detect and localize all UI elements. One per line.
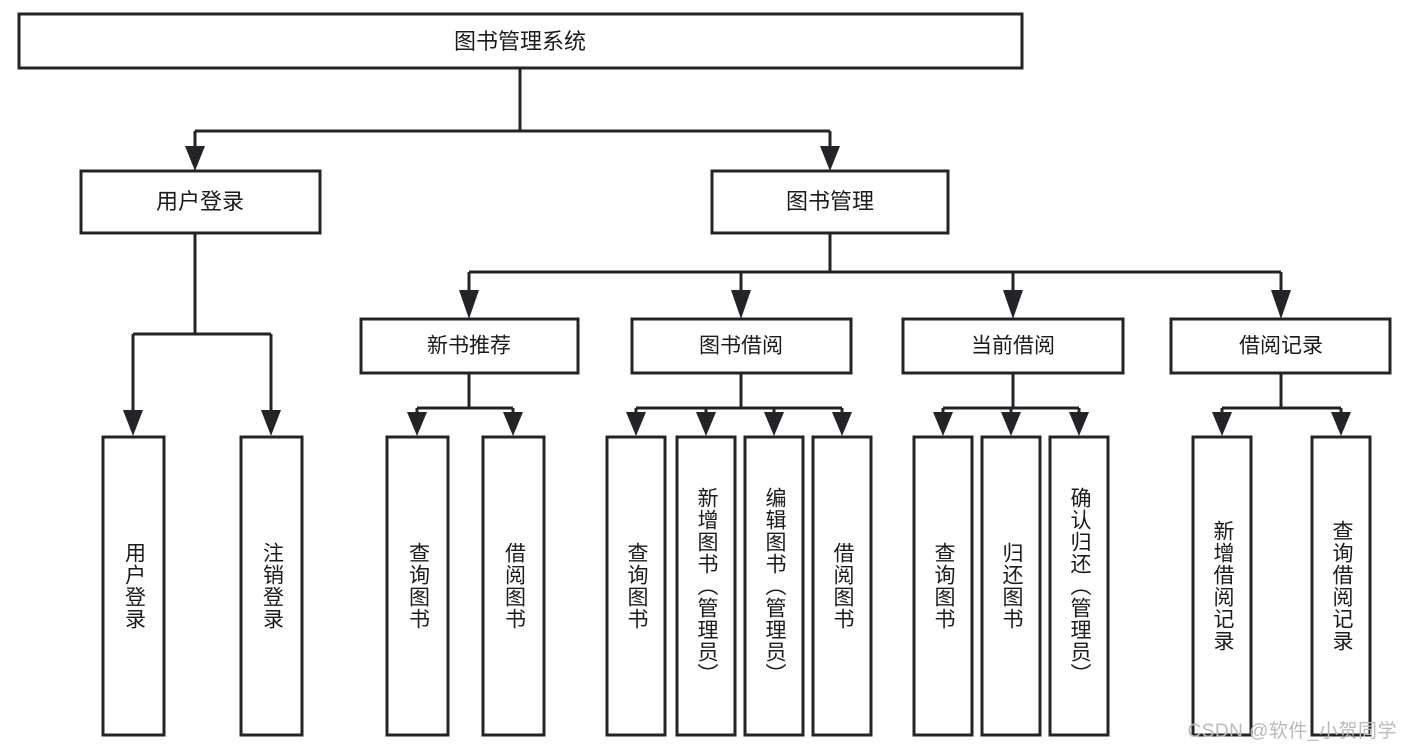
node-new-book-recommend-rect[interactable] xyxy=(359,317,580,375)
leaf-query-book-2-rect[interactable] xyxy=(605,435,667,737)
arrowhead-leaf-edit-book xyxy=(764,412,784,436)
leaf-query-record-rect[interactable] xyxy=(1310,435,1372,737)
leaf-query-book-1-rect[interactable] xyxy=(385,435,450,737)
leaf-borrow-book-1-rect[interactable] xyxy=(481,435,546,737)
node-root-rect[interactable] xyxy=(17,12,1024,70)
arrowhead-user-login xyxy=(185,146,205,171)
arrowhead-leaf-query-book-3 xyxy=(933,412,953,436)
node-book-manage-rect[interactable] xyxy=(710,169,950,235)
node-root-label: 图书管理系统 xyxy=(454,29,586,54)
leaf-return-book-rect[interactable] xyxy=(980,435,1042,737)
arrowhead-book-manage xyxy=(820,146,840,171)
csdn-watermark: CSDN @软件_小贺同学 xyxy=(1187,721,1397,742)
arrowhead-new-book-recommend xyxy=(459,290,479,319)
leaf-confirm-return-rect[interactable] xyxy=(1048,435,1110,737)
node-borrow-record-rect[interactable] xyxy=(1169,317,1392,375)
node-current-borrow[interactable]: 当前借阅 xyxy=(901,317,1125,375)
edges-new-book-recommend-to-leaves xyxy=(407,373,523,436)
arrowhead-leaf-add-book xyxy=(696,412,716,436)
node-user-login[interactable]: 用户登录 xyxy=(79,169,322,235)
node-book-borrow-label: 图书借阅 xyxy=(699,335,783,358)
arrowhead-leaf-borrow-book-1 xyxy=(503,412,523,436)
edges-book-manage-to-level3 xyxy=(459,233,1291,319)
edges-root-to-level2 xyxy=(185,68,840,171)
arrowhead-leaf-query-book-1 xyxy=(407,412,427,436)
arrowhead-borrow-record xyxy=(1271,290,1291,319)
node-book-manage-label: 图书管理 xyxy=(786,189,874,214)
node-user-login-rect[interactable] xyxy=(79,169,322,235)
node-root[interactable]: 图书管理系统 xyxy=(17,12,1024,70)
arrowhead-leaf-logout-login xyxy=(261,410,281,436)
node-borrow-record[interactable]: 借阅记录 xyxy=(1169,317,1392,375)
leaf-query-book-3-rect[interactable] xyxy=(912,435,974,737)
leaf-rects xyxy=(101,435,1372,737)
edges-book-borrow-to-leaves xyxy=(626,373,852,436)
node-book-borrow[interactable]: 图书借阅 xyxy=(630,317,853,375)
arrowhead-leaf-borrow-book-2 xyxy=(832,412,852,436)
leaf-borrow-book-2-rect[interactable] xyxy=(811,435,873,737)
arrowhead-leaf-query-record xyxy=(1331,412,1351,436)
arrowhead-leaf-confirm-return xyxy=(1069,412,1089,436)
leaf-edit-book-rect[interactable] xyxy=(743,435,805,737)
node-book-manage[interactable]: 图书管理 xyxy=(710,169,950,235)
leaf-add-book-rect[interactable] xyxy=(675,435,737,737)
edges-borrow-record-to-leaves xyxy=(1212,373,1351,436)
edges-user-login-to-leaves xyxy=(123,233,281,436)
node-borrow-record-label: 借阅记录 xyxy=(1239,335,1323,358)
node-book-borrow-rect[interactable] xyxy=(630,317,853,375)
arrowhead-book-borrow xyxy=(731,290,751,319)
arrowhead-current-borrow xyxy=(1003,290,1023,319)
leaf-add-record-rect[interactable] xyxy=(1191,435,1253,737)
arrowhead-leaf-return-book xyxy=(1001,412,1021,436)
arrowhead-leaf-add-record xyxy=(1212,412,1232,436)
arrowhead-leaf-query-book-2 xyxy=(626,412,646,436)
leaf-user-login-rect[interactable] xyxy=(101,435,166,737)
leaf-logout-login-rect[interactable] xyxy=(239,435,304,737)
edges-current-borrow-to-leaves xyxy=(933,373,1089,436)
arrowhead-leaf-user-login xyxy=(123,410,143,436)
node-new-book-recommend[interactable]: 新书推荐 xyxy=(359,317,580,375)
node-current-borrow-label: 当前借阅 xyxy=(971,335,1055,358)
node-current-borrow-rect[interactable] xyxy=(901,317,1125,375)
node-user-login-label: 用户登录 xyxy=(156,189,244,214)
node-new-book-recommend-label: 新书推荐 xyxy=(427,335,511,358)
